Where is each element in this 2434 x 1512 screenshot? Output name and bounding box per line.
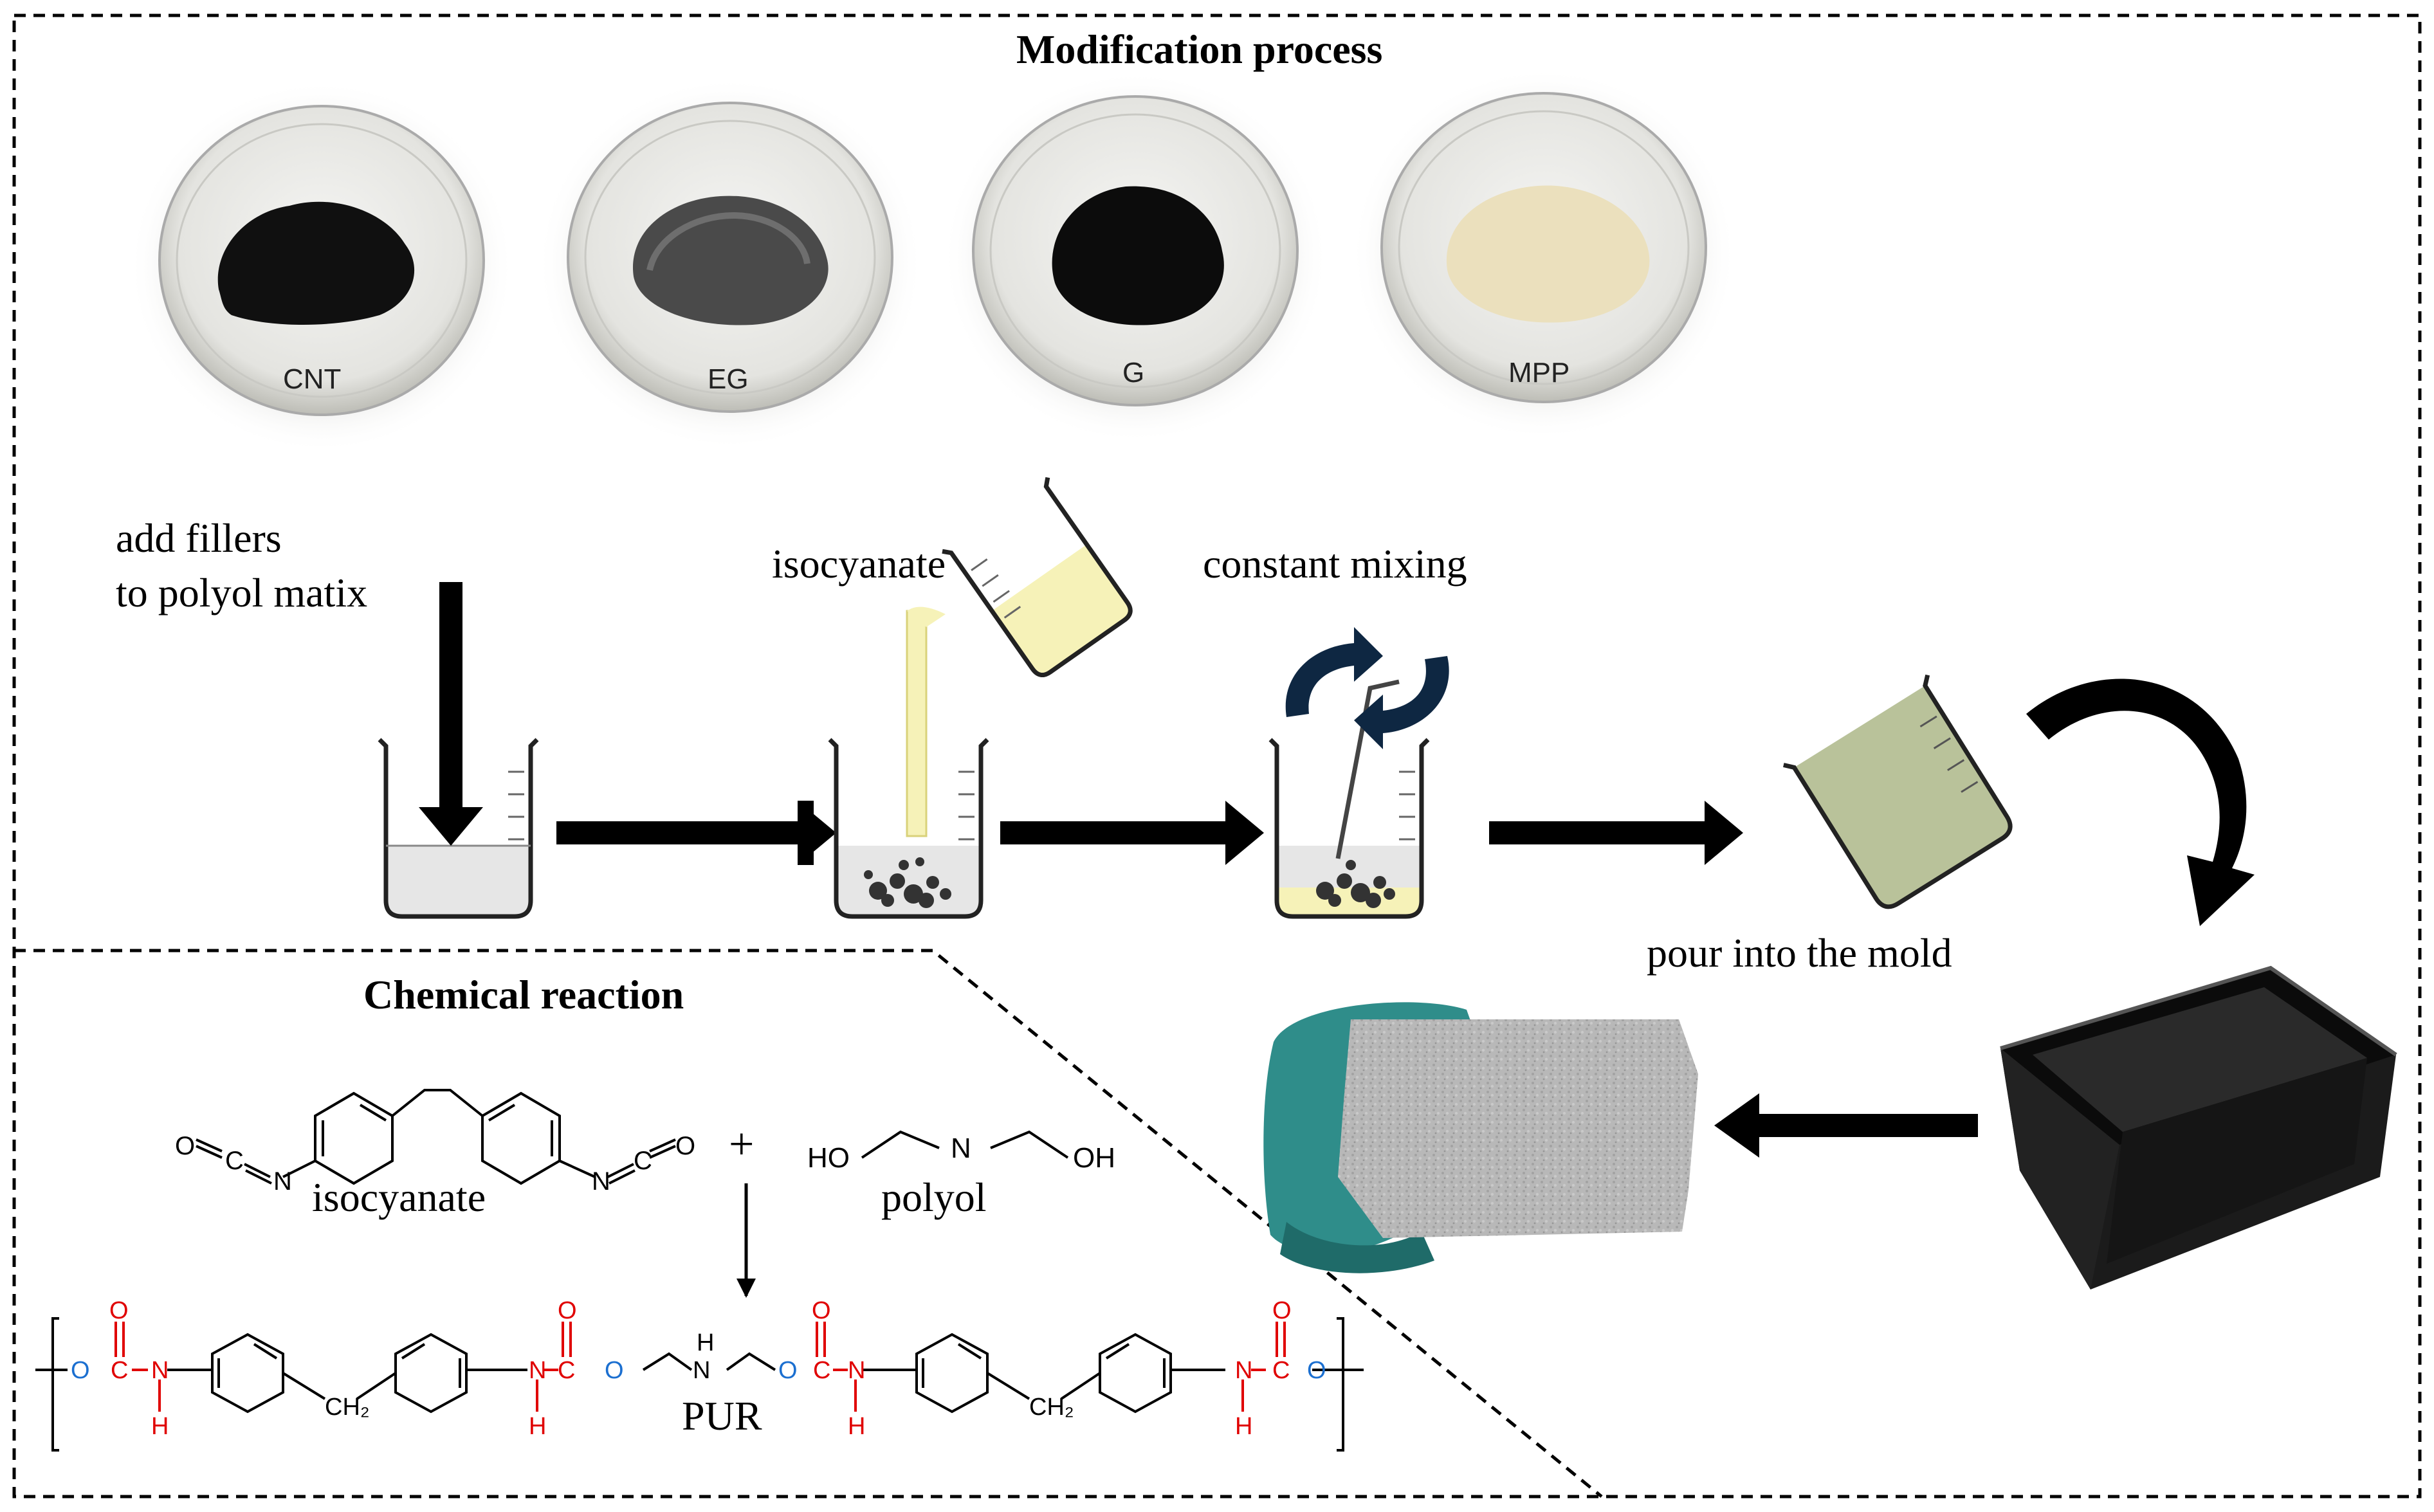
beaker-polyol (378, 738, 539, 919)
atom-c: C (634, 1147, 652, 1175)
rotation-icon (1285, 627, 1449, 749)
filler-pile-cnt (217, 201, 415, 325)
atom-o: O (175, 1132, 195, 1160)
modification-title: Modification process (1016, 26, 1383, 72)
polyol-structure (861, 1130, 1069, 1159)
isocyanate-atoms: O C N N C O (175, 1132, 695, 1196)
petri-dish-g (942, 71, 1328, 444)
beaker-isocyanate-pour (828, 477, 1133, 919)
atom-o: O (778, 1357, 798, 1384)
step-isocyanate: isocyanate (772, 541, 946, 587)
foam-sample (1263, 1002, 1698, 1273)
arrow-step-2 (1000, 801, 1264, 865)
chem-polyol-label: polyol (881, 1174, 987, 1220)
atom-o: O (675, 1132, 695, 1160)
atom-ch2: CH₂ (325, 1394, 370, 1421)
filler-label-mpp: MPP (1508, 357, 1570, 388)
atom-c: C (111, 1357, 128, 1384)
atom-h: H (697, 1329, 714, 1356)
atom-n: N (592, 1167, 610, 1196)
chem-plus: + (729, 1120, 755, 1169)
beaker-pour-mold (1783, 674, 2013, 909)
atom-n: N (273, 1167, 292, 1196)
filler-pile-g (1052, 186, 1224, 325)
chemical-section-boundary (14, 949, 1603, 1498)
atom-o: O (1272, 1297, 1292, 1324)
curved-arrow-to-mold (2026, 679, 2255, 926)
atom-c: C (813, 1357, 830, 1384)
step-add-fillers-line1: add fillers (116, 515, 282, 561)
petri-dish-cnt (129, 80, 515, 453)
chemical-title: Chemical reaction (363, 972, 684, 1017)
polyol-atoms: HO N OH (807, 1133, 1115, 1174)
pur-structure (35, 1317, 1364, 1452)
atom-n: N (1235, 1357, 1252, 1384)
atom-o: O (1307, 1357, 1326, 1384)
step-constant-mixing: constant mixing (1203, 541, 1467, 587)
atom-ch2: CH₂ (1029, 1394, 1074, 1421)
filler-label-cnt: CNT (283, 363, 342, 395)
filler-label-eg: EG (708, 363, 749, 395)
atom-n: N (693, 1357, 710, 1384)
atom-c: C (1272, 1357, 1290, 1384)
arrow-step-1 (556, 801, 836, 865)
filler-pile-mpp (1446, 185, 1650, 323)
atom-h: H (529, 1413, 546, 1440)
beaker-mixing (1268, 679, 1430, 919)
chem-isocyanate-label: isocyanate (312, 1174, 486, 1220)
atom-o: O (605, 1357, 624, 1384)
atom-oh: OH (1073, 1142, 1115, 1174)
pur-red-bonds (114, 1322, 1286, 1412)
arrow-add-fillers (419, 582, 483, 846)
atom-c: C (558, 1357, 575, 1384)
atom-o: O (558, 1297, 577, 1324)
mold-tray (2000, 965, 2397, 1289)
atom-o: O (71, 1357, 90, 1384)
atom-n: N (848, 1357, 865, 1384)
step-add-fillers-line2: to polyol matix (116, 570, 368, 615)
chem-pur-label: PUR (682, 1393, 762, 1439)
atom-n: N (951, 1133, 971, 1164)
arrow-to-foam (1714, 1093, 1978, 1158)
outer-frame (12, 14, 2422, 1498)
atom-o: O (109, 1297, 129, 1324)
pur-atoms: O O C N H CH₂ N H C O O N H O O C N H CH… (71, 1297, 1326, 1440)
petri-dish-eg (537, 77, 923, 450)
atom-h: H (1235, 1413, 1252, 1440)
isocyanate-structure (196, 1089, 676, 1185)
petri-dish-mpp (1351, 68, 1737, 441)
atom-o: O (812, 1297, 831, 1324)
filler-label-g: G (1122, 357, 1145, 388)
step-pour-mold: pour into the mold (1647, 930, 1952, 976)
atom-h: H (151, 1413, 169, 1440)
atom-ho: HO (807, 1142, 850, 1174)
arrow-step-3 (1489, 801, 1743, 865)
atom-c: C (225, 1147, 244, 1175)
atom-n: N (529, 1357, 546, 1384)
atom-h: H (848, 1413, 865, 1440)
atom-n: N (151, 1357, 169, 1384)
